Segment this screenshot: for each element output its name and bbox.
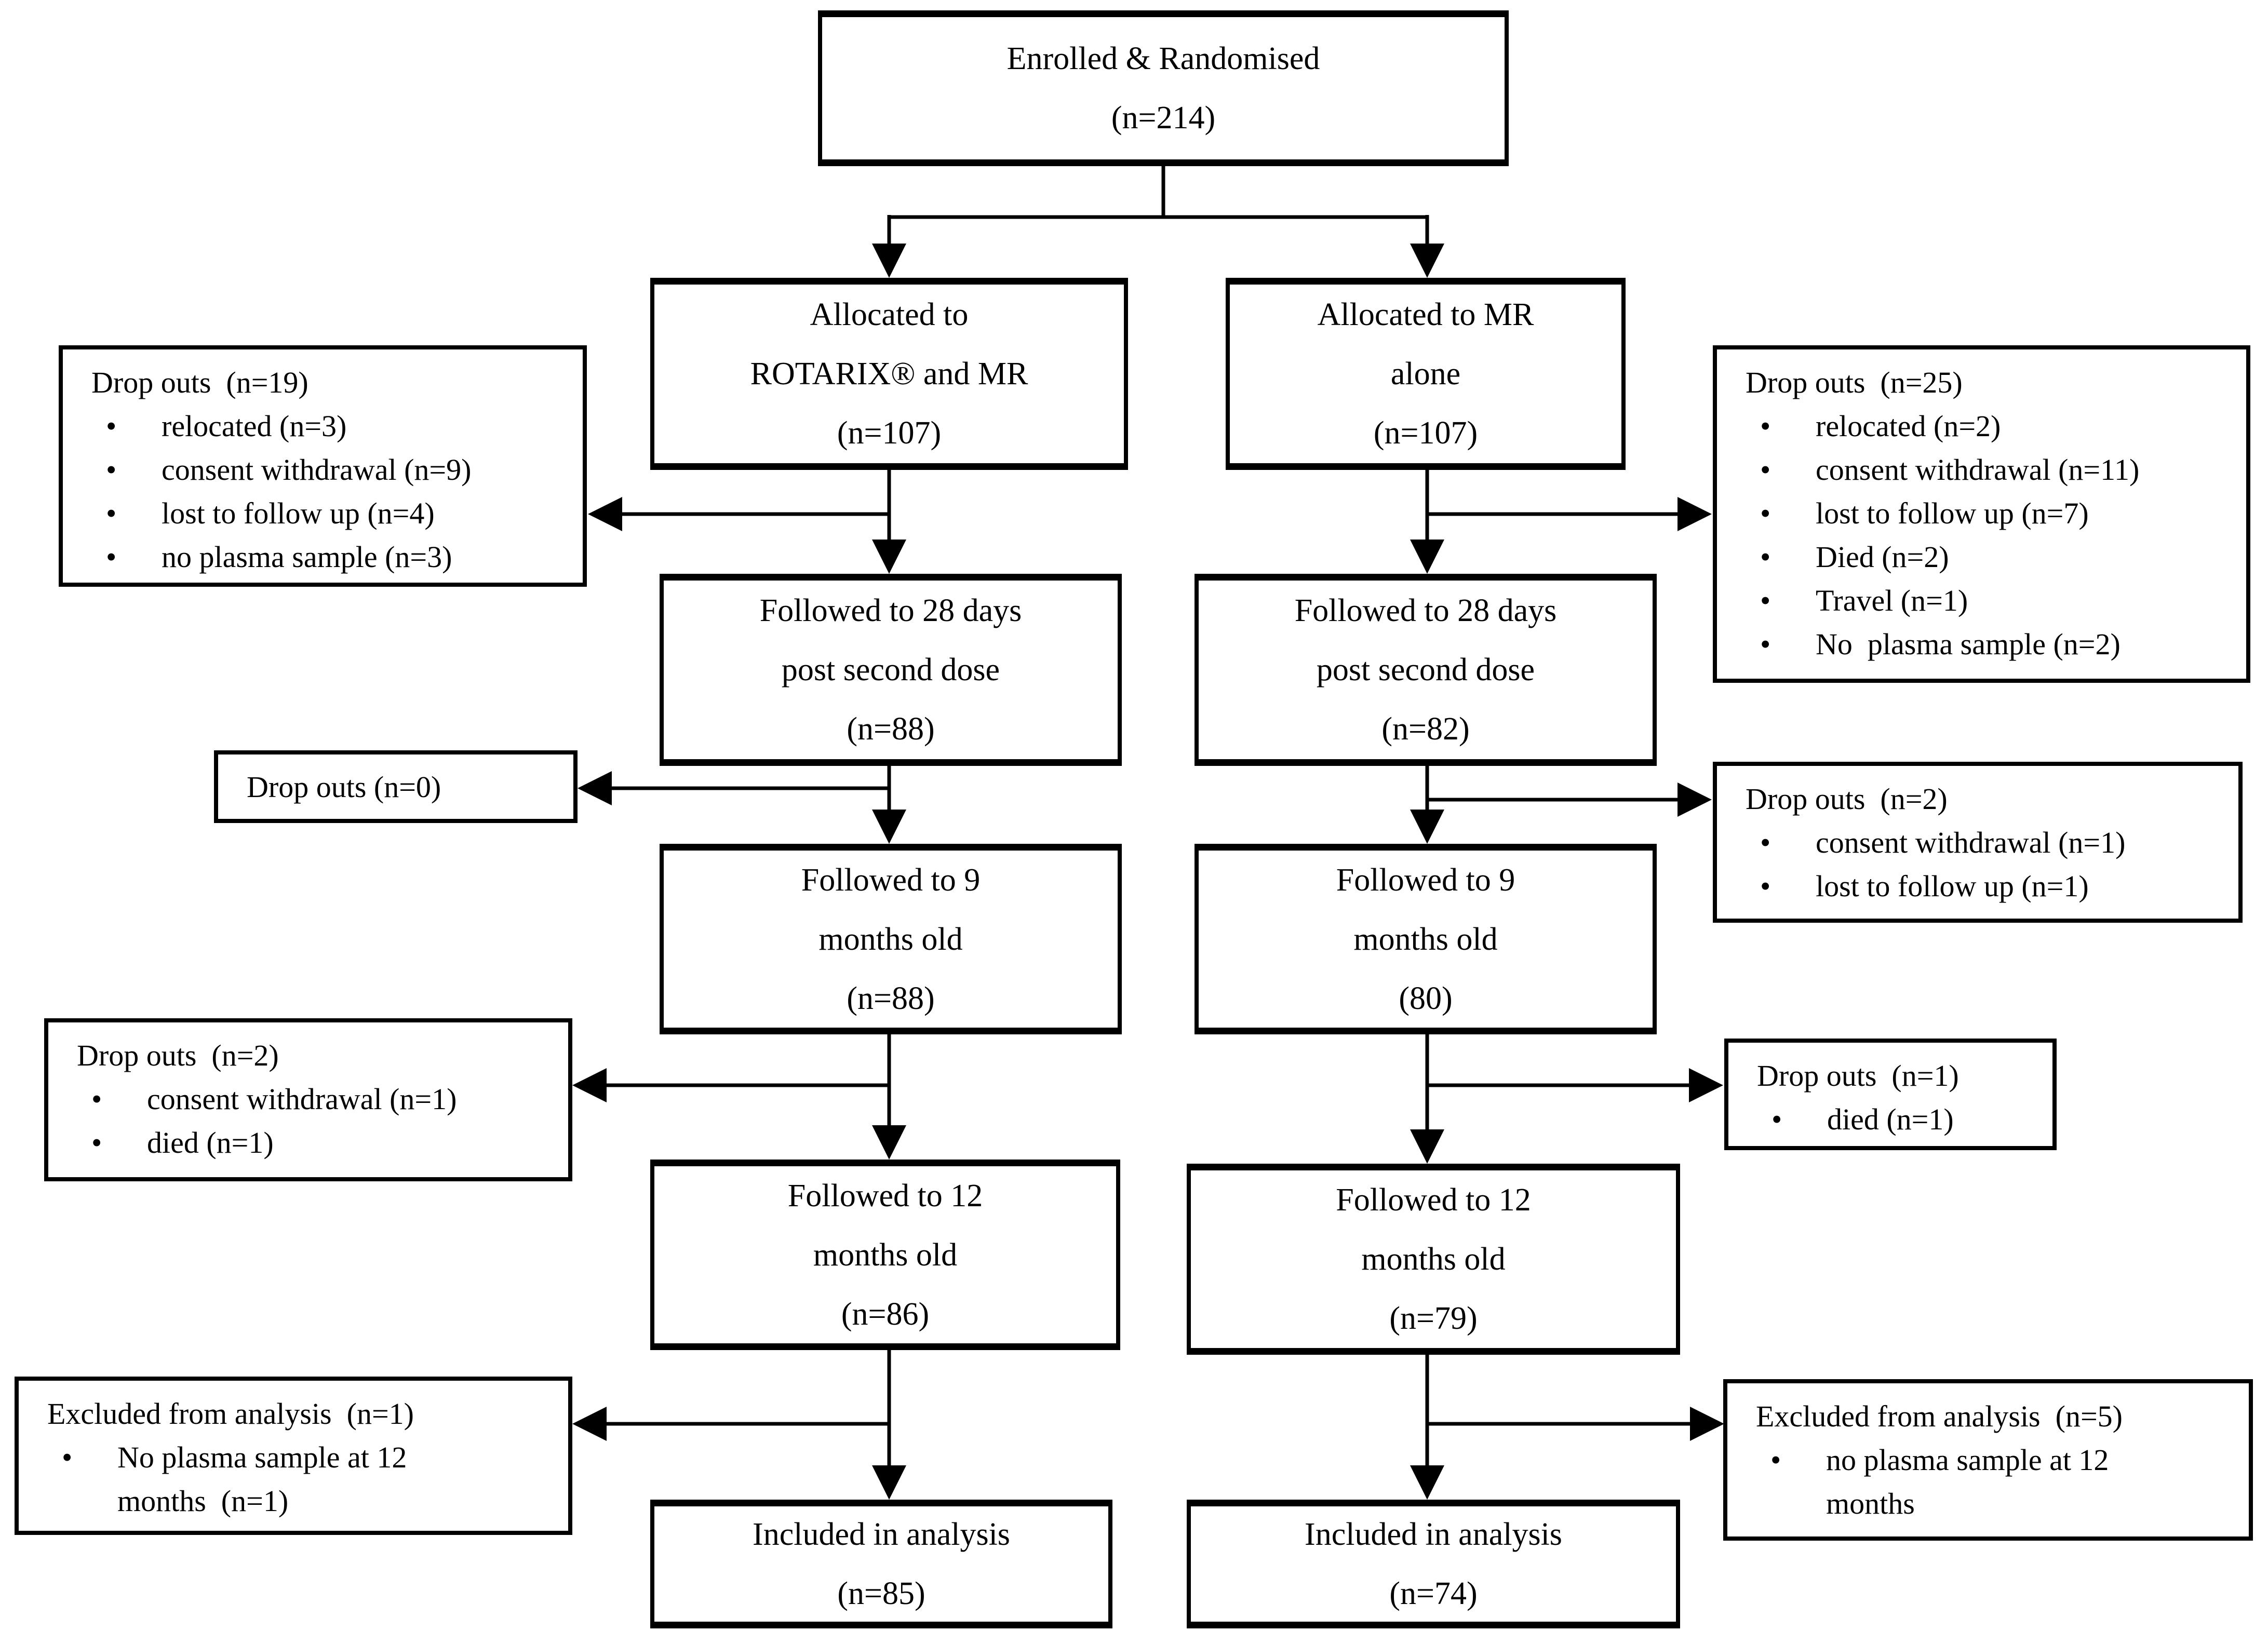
box-line: Followed to 12 [787, 1178, 983, 1214]
box-enrolled: Enrolled & Randomised (n=214) [818, 10, 1509, 166]
list-item: lost to follow up (n=4) [91, 492, 567, 535]
list-item: no plasma sample at 12 months [1756, 1438, 2233, 1526]
box-line: Followed to 12 [1336, 1182, 1531, 1218]
list-item: relocated (n=2) [1746, 405, 2231, 448]
box-followed-9-months-right: Followed to 9 months old (80) [1195, 844, 1657, 1034]
dropouts-title: Drop outs (n=0) [247, 770, 441, 804]
box-line: post second dose [781, 652, 1000, 688]
box-line: (n=79) [1389, 1301, 1478, 1336]
list-item: consent withdrawal (n=9) [91, 448, 567, 492]
list-item: lost to follow up (n=1) [1746, 865, 2223, 908]
box-line: (n=88) [847, 711, 935, 747]
list-item: died (n=1) [1757, 1098, 2037, 1141]
dropouts-title: Drop outs (n=19) [91, 366, 308, 399]
box-allocated-mr-alone: Allocated to MR alone (n=107) [1226, 278, 1626, 470]
box-included-right: Included in analysis (n=74) [1187, 1500, 1680, 1628]
box-excluded-left: Excluded from analysis (n=1) No plasma s… [15, 1377, 572, 1535]
dropouts-title: Drop outs (n=2) [77, 1039, 279, 1072]
box-line: (n=214) [1111, 100, 1216, 136]
box-dropouts-right-1: Drop outs (n=25) relocated (n=2) consent… [1713, 345, 2250, 683]
box-dropouts-right-2: Drop outs (n=2) consent withdrawal (n=1)… [1713, 762, 2243, 923]
box-followed-28-days-right: Followed to 28 days post second dose (n=… [1195, 574, 1657, 766]
box-line: Followed to 9 [801, 862, 981, 898]
dropouts-title: Drop outs (n=1) [1757, 1059, 1959, 1093]
list-item: No plasma sample at 12 months (n=1) [47, 1436, 553, 1523]
list-item: Died (n=2) [1746, 535, 2231, 579]
box-line: Followed to 28 days [759, 593, 1022, 628]
box-line: Enrolled & Randomised [1006, 41, 1320, 76]
list-item: Travel (n=1) [1746, 579, 2231, 623]
box-line: (n=86) [841, 1296, 930, 1332]
dropouts-title: Drop outs (n=25) [1746, 366, 1963, 399]
box-line: ROTARIX® and MR [750, 356, 1028, 392]
box-dropouts-left-2: Drop outs (n=0) [214, 750, 578, 823]
list-item: relocated (n=3) [91, 405, 567, 448]
box-line: months old [818, 921, 963, 957]
box-line: (n=74) [1389, 1576, 1478, 1611]
box-line: Allocated to MR [1317, 297, 1534, 332]
list-item: died (n=1) [77, 1121, 553, 1165]
box-line: alone [1390, 356, 1461, 392]
box-line: months old [1361, 1242, 1506, 1277]
box-line: (80) [1399, 980, 1453, 1016]
list-item: consent withdrawal (n=11) [1746, 448, 2231, 492]
dropouts-list: died (n=1) [1757, 1098, 2037, 1141]
excluded-title: Excluded from analysis (n=5) [1756, 1399, 2123, 1433]
box-line: post second dose [1316, 652, 1535, 688]
box-followed-28-days-left: Followed to 28 days post second dose (n=… [660, 574, 1122, 766]
box-dropouts-left-3: Drop outs (n=2) consent withdrawal (n=1)… [44, 1018, 572, 1181]
box-line: (n=85) [837, 1576, 925, 1611]
list-item: lost to follow up (n=7) [1746, 492, 2231, 535]
list-item: consent withdrawal (n=1) [1746, 821, 2223, 865]
box-dropouts-right-3: Drop outs (n=1) died (n=1) [1724, 1039, 2057, 1150]
box-line: Allocated to [810, 297, 969, 332]
box-followed-9-months-left: Followed to 9 months old (n=88) [660, 844, 1122, 1034]
box-line: Followed to 9 [1336, 862, 1515, 898]
dropouts-list: consent withdrawal (n=1) died (n=1) [77, 1077, 553, 1165]
dropouts-list: relocated (n=2) consent withdrawal (n=11… [1746, 405, 2231, 666]
list-item: No plasma sample (n=2) [1746, 623, 2231, 666]
box-line: (n=88) [847, 980, 935, 1016]
box-included-left: Included in analysis (n=85) [650, 1500, 1112, 1628]
box-excluded-right: Excluded from analysis (n=5) no plasma s… [1723, 1379, 2253, 1541]
box-line: (n=107) [837, 415, 942, 451]
box-line: months old [813, 1237, 958, 1273]
box-line: months old [1353, 921, 1498, 957]
box-dropouts-left-1: Drop outs (n=19) relocated (n=3) consent… [59, 345, 587, 587]
dropouts-list: consent withdrawal (n=1) lost to follow … [1746, 821, 2223, 908]
list-item: consent withdrawal (n=1) [77, 1077, 553, 1121]
dropouts-title: Drop outs (n=2) [1746, 782, 1948, 816]
excluded-title: Excluded from analysis (n=1) [47, 1397, 414, 1431]
box-line: Included in analysis [1305, 1517, 1562, 1552]
box-line: Followed to 28 days [1294, 593, 1557, 628]
box-allocated-rotarix-mr: Allocated to ROTARIX® and MR (n=107) [650, 278, 1128, 470]
box-line: (n=82) [1381, 711, 1470, 747]
box-line: (n=107) [1373, 415, 1478, 451]
box-line: Included in analysis [753, 1517, 1010, 1552]
excluded-list: No plasma sample at 12 months (n=1) [47, 1436, 553, 1523]
box-followed-12-months-right: Followed to 12 months old (n=79) [1187, 1164, 1680, 1355]
list-item: no plasma sample (n=3) [91, 535, 567, 579]
dropouts-list: relocated (n=3) consent withdrawal (n=9)… [91, 405, 567, 579]
excluded-list: no plasma sample at 12 months [1756, 1438, 2233, 1526]
box-followed-12-months-left: Followed to 12 months old (n=86) [650, 1160, 1120, 1350]
